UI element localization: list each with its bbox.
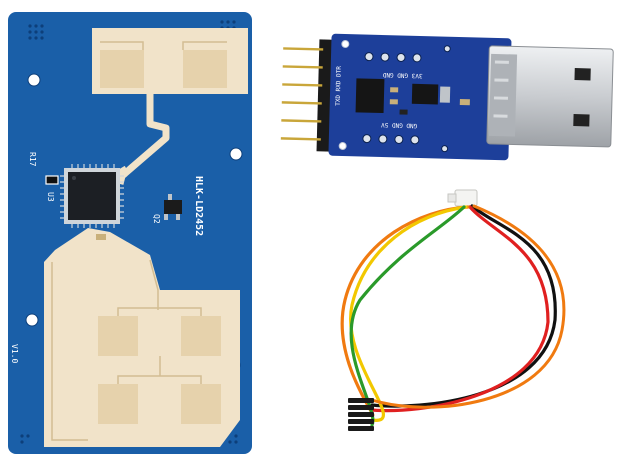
- ref-label-u3: U3: [46, 192, 55, 202]
- wire-green: [349, 205, 466, 427]
- mounting-hole: [27, 73, 41, 87]
- radar-module: HLK-LD2452 R17 U3 Q2 V1.0: [8, 12, 252, 454]
- rx-antenna: [44, 228, 240, 447]
- resistor-r17: [45, 175, 59, 185]
- usb-uart-chip: [355, 78, 385, 114]
- radar-chip: [60, 164, 124, 228]
- wire-black: [370, 204, 557, 408]
- pin-labels-top: 3V3 GND GND: [382, 71, 422, 79]
- mounting-hole: [25, 313, 39, 327]
- jst-connector: [454, 189, 478, 207]
- ref-label-q2: Q2: [152, 214, 161, 224]
- usb-a-plug: [486, 45, 614, 148]
- capacitor: [96, 234, 106, 240]
- transistor-q2: [164, 200, 182, 214]
- model-label: HLK-LD2452: [193, 176, 204, 236]
- dupont-headers: [348, 398, 374, 431]
- mounting-hole: [229, 147, 243, 161]
- voltage-regulator: [411, 83, 439, 105]
- wire-yellow: [349, 205, 468, 422]
- pin-labels-bottom: GND GND 5V: [381, 121, 418, 129]
- ref-label-r17: R17: [28, 152, 37, 167]
- pin-labels-side: TXD RXD DTR: [335, 66, 343, 106]
- dupont-cable: [340, 189, 566, 431]
- usb-ttl-adapter: 3V3 GND GND TXD RXD DTR GND GND 5V: [280, 33, 614, 161]
- version-label: V1.0: [10, 344, 19, 363]
- header-pins: [280, 39, 334, 152]
- tx-antenna: [92, 28, 248, 185]
- through-holes: [362, 45, 451, 153]
